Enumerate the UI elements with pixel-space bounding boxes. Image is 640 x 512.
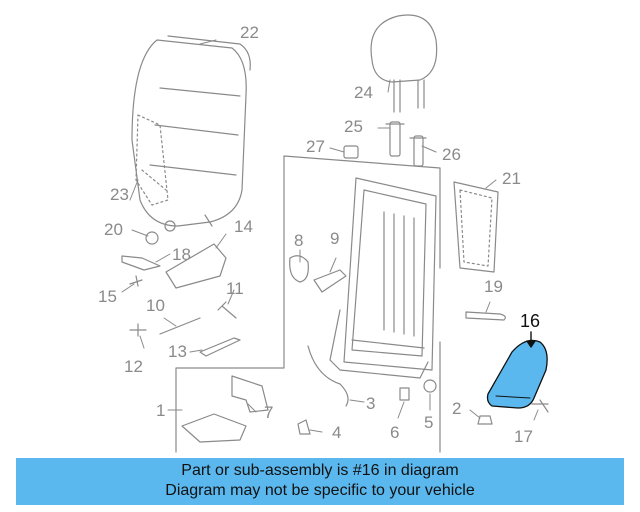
part-24-headrest [370, 14, 438, 113]
callout-2: 2 [452, 399, 462, 418]
part-18-strap [121, 255, 161, 271]
callout-19: 19 [484, 277, 503, 296]
callout-5: 5 [424, 413, 434, 432]
leader-16-arrow [526, 331, 536, 348]
part-6-clip [399, 387, 410, 401]
assembly-frame-box [175, 155, 441, 453]
banner-disclaimer: Diagram may not be specific to your vehi… [165, 482, 475, 499]
callout-3: 3 [366, 394, 376, 413]
callout-9: 9 [330, 229, 340, 248]
part-22-seatback-cushion [131, 35, 251, 227]
part-19-trim [465, 311, 506, 321]
callout-1: 1 [156, 401, 166, 420]
part-8-bracket [289, 255, 309, 283]
part-17-screw [531, 399, 549, 413]
callout-27: 27 [306, 137, 325, 156]
part-14-trim [165, 243, 227, 289]
callout-15: 15 [98, 287, 117, 306]
callout-17: 17 [514, 427, 533, 446]
callout-20: 20 [104, 220, 123, 239]
callout-26: 26 [442, 145, 461, 164]
seat-assembly-diagram [121, 14, 549, 453]
part-2-nut [477, 415, 493, 425]
part-15-bolt [129, 275, 143, 287]
part-20-washer [145, 220, 176, 245]
callout-13: 13 [168, 342, 187, 361]
callout-24: 24 [354, 83, 373, 102]
callout-22: 22 [240, 23, 259, 42]
part-3-cable [307, 345, 349, 407]
callout-7: 7 [264, 403, 274, 422]
callout-11: 11 [226, 279, 244, 298]
part-26-guide [409, 135, 427, 167]
part-9-cover [313, 269, 347, 293]
part-11-bolt [217, 301, 237, 319]
callout-25: 25 [344, 117, 363, 136]
callout-10: 10 [146, 296, 165, 315]
part-23-pad [135, 114, 169, 206]
part-21-panel [453, 181, 499, 273]
callout-21: 21 [502, 169, 521, 188]
part-13-bar [199, 337, 241, 357]
callout-4: 4 [332, 423, 342, 442]
callout-12: 12 [124, 357, 143, 376]
callout-6: 6 [390, 423, 400, 442]
part-25-guide [385, 121, 405, 157]
part-12-bolt [129, 323, 147, 337]
banner-part-note: Part or sub-assembly is #16 in diagram [181, 462, 459, 479]
callout-16: 16 [520, 311, 541, 331]
part-4-knob [297, 419, 311, 435]
callout-18: 18 [172, 245, 191, 264]
part-16-side-cover [486, 339, 548, 409]
seat-frame [329, 177, 437, 379]
info-banner: Part or sub-assembly is #16 in diagram D… [16, 458, 624, 505]
part-10-rod [159, 317, 201, 335]
callout-8: 8 [294, 231, 304, 250]
leader-lines [121, 39, 539, 433]
part-1-mechanism [181, 413, 247, 443]
part-27-clip [343, 145, 359, 159]
callout-23: 23 [110, 185, 129, 204]
part-5-cap [423, 379, 437, 393]
part-7-lever [231, 375, 269, 413]
callout-14: 14 [234, 217, 253, 236]
